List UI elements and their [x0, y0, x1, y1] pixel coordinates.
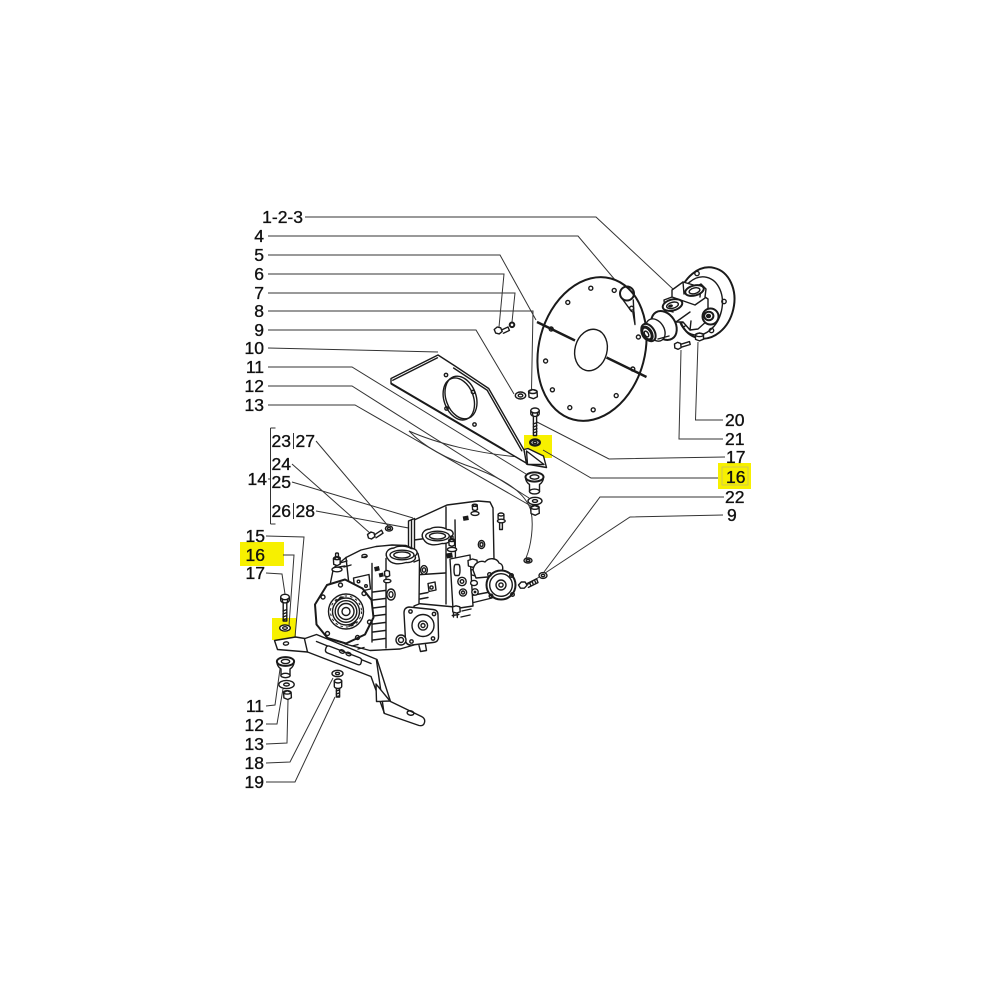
svg-text:26: 26 [272, 501, 291, 521]
svg-text:16: 16 [726, 467, 745, 487]
svg-text:18: 18 [245, 753, 264, 773]
svg-text:9: 9 [727, 505, 737, 525]
svg-text:10: 10 [245, 338, 265, 358]
svg-text:4: 4 [254, 226, 264, 246]
svg-text:20: 20 [725, 410, 745, 430]
svg-text:14: 14 [248, 469, 268, 489]
svg-text:13: 13 [245, 734, 264, 754]
svg-text:27: 27 [296, 431, 315, 451]
svg-text:9: 9 [254, 320, 264, 340]
svg-text:23: 23 [272, 431, 291, 451]
svg-text:24: 24 [272, 454, 292, 474]
svg-text:12: 12 [245, 715, 264, 735]
svg-text:17: 17 [726, 447, 745, 467]
svg-text:17: 17 [246, 563, 265, 583]
svg-text:7: 7 [254, 283, 264, 303]
svg-text:25: 25 [272, 472, 291, 492]
svg-text:11: 11 [246, 357, 264, 377]
svg-text:21: 21 [725, 429, 744, 449]
svg-text:16: 16 [246, 545, 265, 565]
svg-text:15: 15 [246, 526, 265, 546]
svg-text:11: 11 [246, 696, 264, 716]
svg-text:28: 28 [296, 501, 315, 521]
svg-text:12: 12 [245, 376, 264, 396]
svg-text:13: 13 [245, 395, 264, 415]
svg-text:6: 6 [254, 264, 264, 284]
svg-text:8: 8 [254, 301, 264, 321]
svg-text:19: 19 [245, 772, 264, 792]
svg-text:22: 22 [725, 487, 744, 507]
svg-text:5: 5 [254, 245, 264, 265]
svg-text:1-2-3: 1-2-3 [262, 207, 303, 227]
